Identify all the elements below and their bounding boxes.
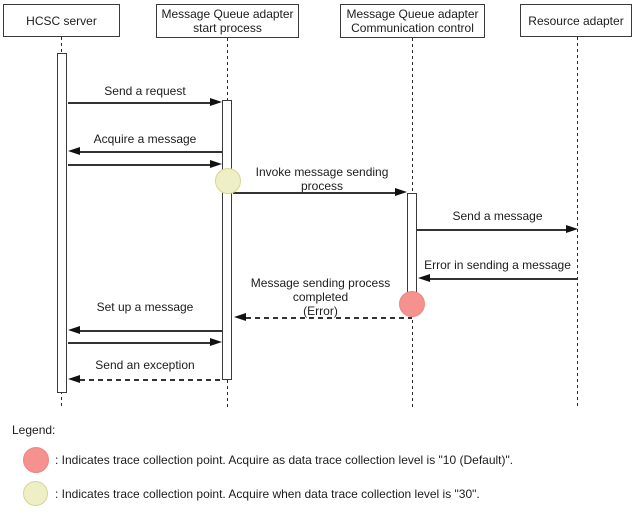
arrowhead-right-icon <box>210 160 222 168</box>
arrowhead-right-icon <box>210 338 222 346</box>
trace-point-level-10-icon <box>399 291 425 317</box>
legend-title: Legend: <box>12 423 56 437</box>
legend-trace-point-level-30-icon <box>23 481 48 506</box>
legend-trace-point-level-10-icon <box>23 447 49 473</box>
message-label-message-sending-process-completed: Message sending process completed (Error… <box>250 276 391 318</box>
activation-mq-adapter-start-process <box>222 100 232 380</box>
message-line-send-an-exception <box>80 379 222 381</box>
arrowhead-left-icon <box>68 375 80 383</box>
legend-item-level-10: : Indicates trace collection point. Acqu… <box>55 453 514 467</box>
arrowhead-left-icon <box>234 313 246 321</box>
message-line-error-in-sending-a-message <box>430 278 578 280</box>
legend-item-level-30: : Indicates trace collection point. Acqu… <box>55 487 480 501</box>
message-label-send-a-message: Send a message <box>452 209 543 223</box>
message-label-set-up-a-message: Set up a message <box>96 300 194 314</box>
arrowhead-left-icon <box>68 326 80 334</box>
message-line-set-up-a-message-back <box>80 330 222 332</box>
message-label-acquire-a-message: Acquire a message <box>93 132 197 146</box>
actor-hcsc-server: HCSC server <box>3 4 120 37</box>
actor-resource-adapter: Resource adapter <box>520 4 632 37</box>
message-line-acquire-a-message-forth <box>68 164 210 166</box>
message-label-invoke-message-sending-process: Invoke message sending process <box>255 165 389 193</box>
message-line-acquire-a-message-back <box>80 151 222 153</box>
actor-mq-adapter-start-process: Message Queue adapter start process <box>156 4 299 38</box>
message-label-send-a-request: Send a request <box>104 84 186 98</box>
message-line-set-up-a-message-forth <box>68 342 210 344</box>
arrowhead-left-icon <box>68 147 80 155</box>
message-label-error-in-sending-a-message: Error in sending a message <box>424 258 571 272</box>
message-line-invoke-message-sending-process <box>233 192 395 194</box>
arrowhead-right-icon <box>566 225 578 233</box>
lifeline-resource-adapter <box>577 37 579 408</box>
trace-point-level-30-icon <box>215 168 241 194</box>
message-label-send-an-exception: Send an exception <box>95 358 195 372</box>
arrowhead-right-icon <box>395 188 407 196</box>
message-line-send-a-request <box>68 102 210 104</box>
actor-mq-adapter-communication-control: Message Queue adapter Communication cont… <box>340 4 485 38</box>
activation-mq-adapter-communication-control <box>407 193 417 300</box>
arrowhead-left-icon <box>418 274 430 282</box>
activation-hcsc-server <box>57 53 67 393</box>
arrowhead-right-icon <box>210 98 222 106</box>
message-line-send-a-message <box>417 229 566 231</box>
message-line-message-sending-process-completed <box>246 317 412 319</box>
